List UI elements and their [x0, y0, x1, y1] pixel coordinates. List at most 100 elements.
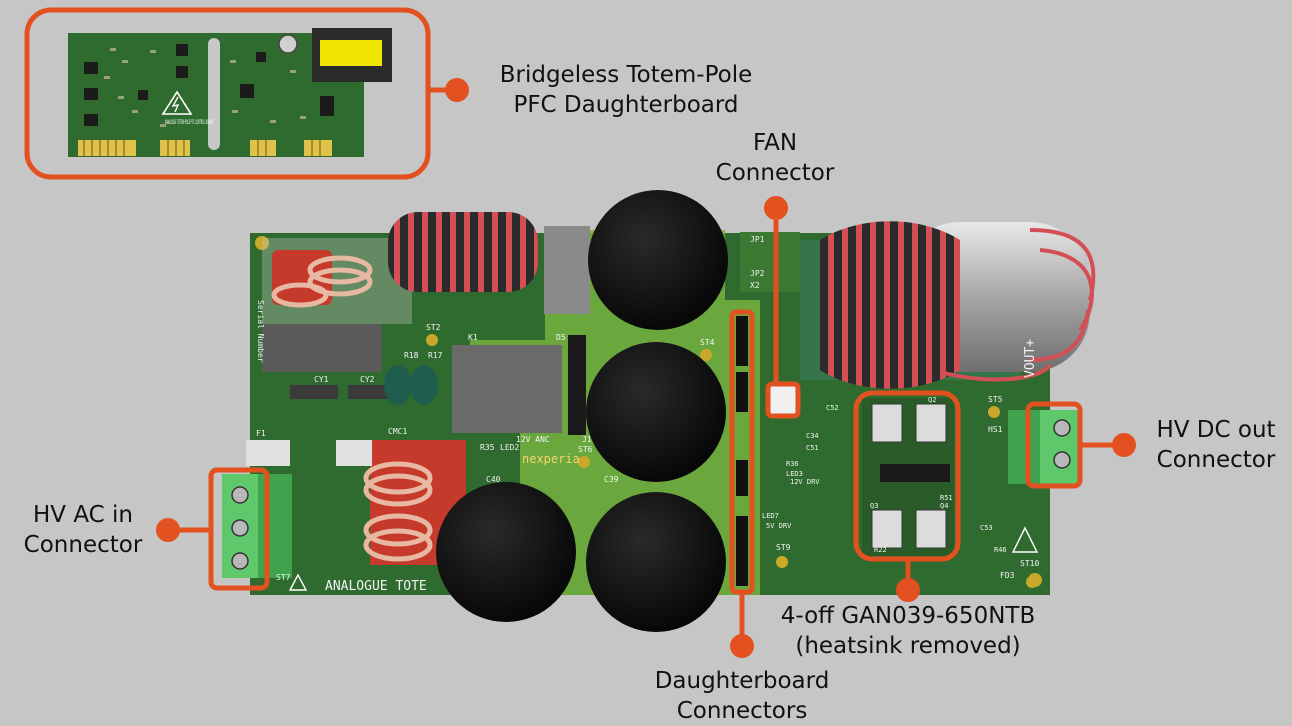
refdes-r46: R46: [994, 546, 1007, 554]
ac-in-label-line2: Connector: [23, 532, 143, 558]
board-warning-triangle-icon: [288, 573, 308, 591]
relay-k-box: [262, 324, 382, 372]
gan-label-line1: 4-off GAN039-650NTB: [780, 603, 1036, 629]
gan-callout-dot: [896, 578, 920, 602]
ac-terminal-block: [222, 474, 292, 578]
daughterboard-connector-headers: [736, 316, 748, 586]
warning-triangle-icon: [161, 90, 193, 115]
gan-fet-array: [862, 398, 954, 556]
refdes-d5: D5: [556, 333, 566, 342]
fuse-clips: [246, 440, 372, 466]
refdes-cmc1: CMC1: [388, 427, 407, 436]
fan-label-line2: Connector: [715, 160, 835, 186]
board-title-text: ANALOGUE TOTE: [325, 579, 427, 594]
refdes-st6: ST6: [578, 445, 593, 454]
daughterboard-callout-label: Bridgeless Totem-Pole PFC Daughterboard: [476, 60, 776, 120]
refdes-c40: C40: [486, 475, 501, 484]
daughterboard-label-line2: PFC Daughterboard: [513, 92, 739, 118]
refdes-r18: R18: [404, 351, 419, 360]
daughterboard-smd-parts: [104, 48, 306, 127]
refdes-q4: Q4: [940, 502, 948, 510]
pfc-inductor-left: [388, 212, 538, 292]
fan-connector-housing: [767, 385, 799, 415]
refdes-fd3: FD3: [1000, 571, 1015, 580]
refdes-r35: R35: [480, 443, 495, 452]
brand-text: nexperia: [522, 452, 580, 466]
fan-callout-label: FAN Connector: [700, 128, 850, 188]
refdes-c51: C51: [806, 444, 819, 452]
db-connectors-label-line2: Connectors: [676, 698, 808, 724]
copper-pour-top: [740, 232, 800, 292]
refdes-c52: C52: [826, 404, 839, 412]
ac-in-callout-dot: [156, 518, 180, 542]
refdes-r36: R36: [786, 460, 799, 468]
daughterboard-ics: [84, 44, 334, 126]
dc-out-terminal: [1008, 410, 1078, 484]
dc-out-label-line2: Connector: [1156, 447, 1276, 473]
refdes-f1: F1: [256, 429, 266, 438]
refdes-c53: C53: [980, 524, 993, 532]
refdes-j1: J1: [582, 435, 592, 444]
refdes-st4: ST4: [700, 338, 715, 347]
refdes-hs1: HS1: [988, 425, 1003, 434]
daughterboard-capacitor: [278, 34, 298, 54]
dc-out-callout-dot: [1112, 433, 1136, 457]
db-connectors-callout-dot: [730, 634, 754, 658]
cmc-winding-bottom: [363, 461, 433, 562]
db-connectors-callout-label: Daughterboard Connectors: [628, 666, 856, 726]
refdes-st2: ST2: [426, 323, 441, 332]
refdes-5v-drv: 5V DRV: [766, 522, 792, 530]
cy2-capacitor: [348, 385, 396, 399]
ac-in-label-line1: HV AC in: [32, 502, 133, 528]
transformer-winding: [320, 40, 382, 66]
refdes-st5: ST5: [988, 395, 1003, 404]
daughterboard-callout-dot: [445, 78, 469, 102]
main-board: nexperia ANALOGUE TOTE VOUT+ Serial Numb…: [222, 190, 1096, 632]
refdes-st10: ST10: [1020, 559, 1039, 568]
refdes-cy2: CY2: [360, 375, 375, 384]
relay-top: [544, 226, 590, 314]
fan-label-line1: FAN: [752, 130, 798, 156]
refdes-led2: LED2: [500, 443, 519, 452]
gan-callout-label: 4-off GAN039-650NTB (heatsink removed): [758, 601, 1058, 661]
refdes-r51: R51: [940, 494, 953, 502]
lightning-bolt-icon: [171, 96, 180, 113]
board-warning-triangle-icon-right: [1011, 526, 1039, 553]
refdes-led7: LED7: [762, 512, 779, 520]
ac-in-callout-label: HV AC in Connector: [8, 500, 158, 560]
daughterboard-title-text: ANALOGUE TOTEM-POLE PFC CONTROL BOARD: [165, 119, 213, 126]
refdes-c39: C39: [604, 475, 619, 484]
cy1-capacitor: [290, 385, 338, 399]
gan-label-line2: (heatsink removed): [795, 633, 1021, 659]
refdes-st9: ST9: [776, 543, 791, 552]
d5-diode: [568, 335, 586, 435]
cmc-winding-top: [271, 255, 373, 308]
refdes-q3: Q3: [870, 502, 878, 510]
refdes-q2: Q2: [928, 396, 936, 404]
db-connectors-label-line1: Daughterboard: [654, 668, 830, 694]
refdes-jp1: JP1: [750, 235, 765, 244]
refdes-led3: LED3: [786, 470, 803, 478]
small-inductors: [384, 365, 438, 405]
vout-text: VOUT+: [1023, 339, 1038, 378]
refdes-12v-anc: 12V ANC: [516, 435, 550, 444]
refdes-k1: K1: [468, 333, 478, 342]
refdes-st7: ST7: [276, 573, 291, 582]
refdes-x2: X2: [750, 281, 760, 290]
daughterboard-label-line1: Bridgeless Totem-Pole: [499, 62, 753, 88]
refdes-jp2: JP2: [750, 269, 765, 278]
refdes-r22: R22: [874, 546, 887, 554]
refdes-cy1: CY1: [314, 375, 329, 384]
relay-k1: [452, 345, 562, 433]
refdes-12v-drv: 12V DRV: [790, 478, 820, 486]
serial-text: Serial Number: [256, 300, 265, 363]
refdes-r17: R17: [428, 351, 443, 360]
daughterboard-slot: [208, 38, 220, 150]
refdes-c34: C34: [806, 432, 819, 440]
pfc-inductor-right: [800, 221, 1096, 389]
fan-highlight: [765, 381, 801, 419]
dc-out-callout-label: HV DC out Connector: [1140, 415, 1292, 475]
bulk-capacitors: [436, 190, 728, 632]
dc-out-label-line1: HV DC out: [1156, 417, 1276, 443]
fan-callout-dot: [764, 196, 788, 220]
